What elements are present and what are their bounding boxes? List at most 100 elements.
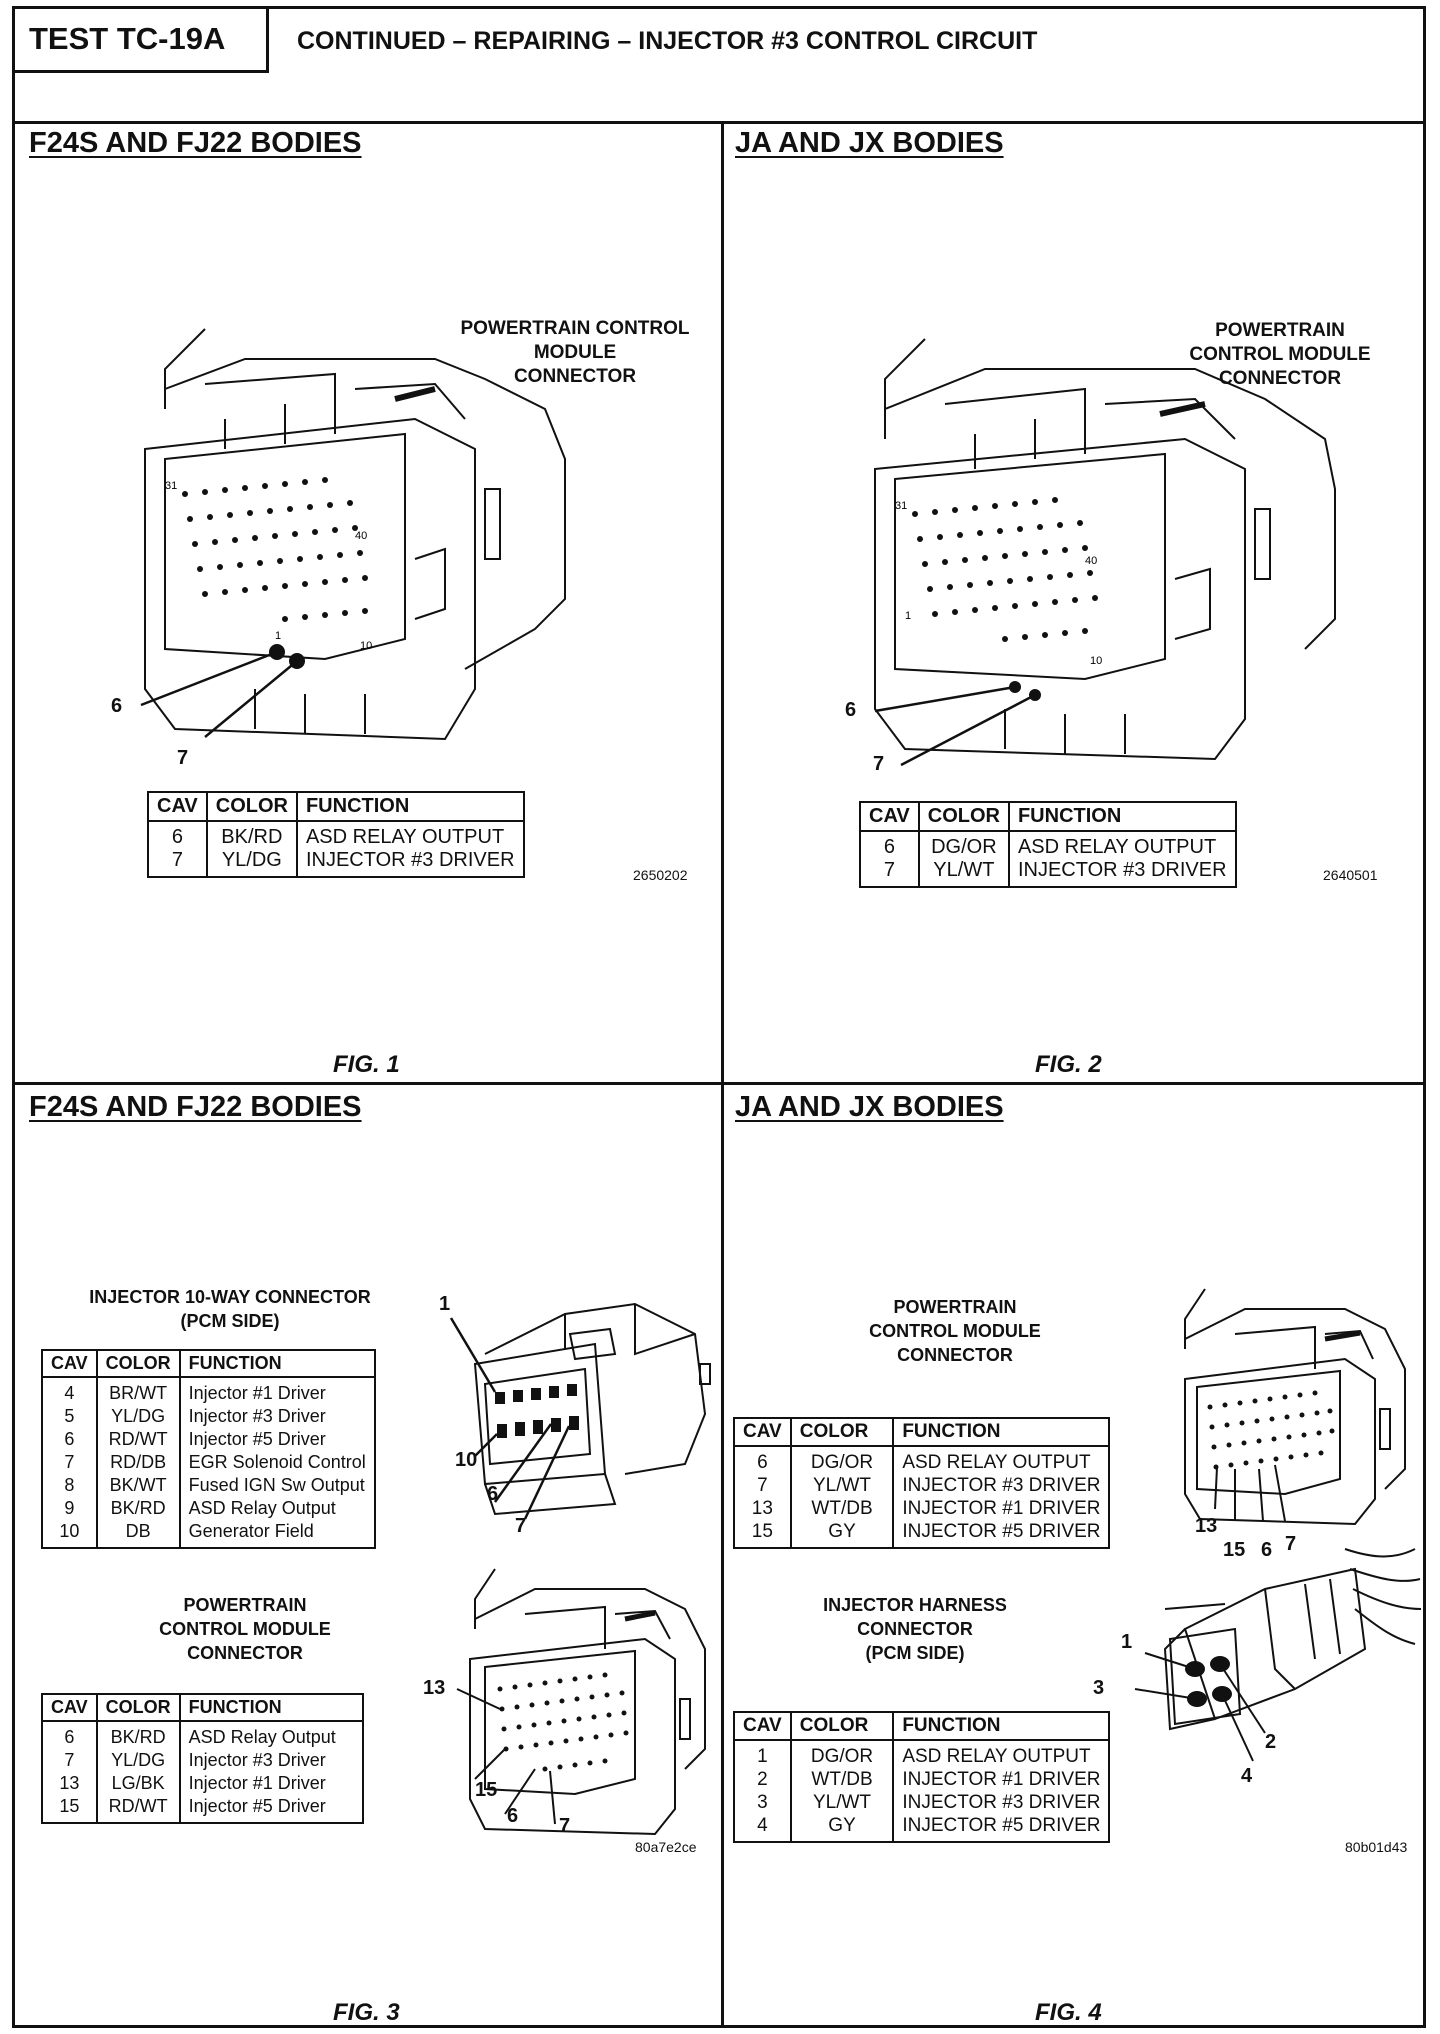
fig1-leader-6 bbox=[140, 650, 278, 707]
fig3-pcm-leader-6 bbox=[504, 1768, 536, 1815]
fig3-pcm-leader-15 bbox=[474, 1748, 506, 1780]
fig3-caption: FIG. 3 bbox=[333, 1999, 400, 2026]
fig2-pin-label-10: 10 bbox=[1090, 655, 1102, 667]
fig1-callout-6: 6 bbox=[111, 695, 123, 717]
fig4-pcm-callout-15: 15 bbox=[1223, 1539, 1246, 1561]
fig2-pcm-connector-drawing: 31 40 1 10 bbox=[874, 338, 1336, 767]
fig1-pin-label-1: 1 bbox=[275, 630, 281, 642]
fig2-pin-label-40: 40 bbox=[1085, 555, 1097, 567]
fig3-injector-callout-7: 7 bbox=[515, 1515, 527, 1537]
fig3-pcm-callout-7: 7 bbox=[559, 1815, 571, 1837]
fig2-callout-6: 6 bbox=[845, 699, 857, 721]
fig4-harness-callout-1: 1 bbox=[1121, 1631, 1133, 1653]
fig4-part-number: 80b01d43 bbox=[1345, 1839, 1408, 1855]
fig3-leader-6 bbox=[493, 1423, 553, 1503]
fig3-injector-label: INJECTOR 10-WAY CONNECTOR (PCM SIDE) bbox=[89, 1287, 371, 1331]
fig4-pcm-leader-7 bbox=[1274, 1464, 1286, 1522]
fig3-injector-callout-10: 10 bbox=[455, 1449, 478, 1471]
fig4-pcm-callout-7: 7 bbox=[1285, 1533, 1297, 1555]
fig3-section-title: F24S AND FJ22 BODIES bbox=[29, 1091, 362, 1123]
fig3-injector-callout-6: 6 bbox=[487, 1483, 499, 1505]
fig3-pcm-leader-13 bbox=[456, 1688, 501, 1710]
fig3-leader-10 bbox=[474, 1433, 498, 1457]
fig4-harness-leader-1 bbox=[1144, 1652, 1196, 1670]
fig4-harness-callout-2: 2 bbox=[1265, 1731, 1277, 1753]
fig2-part-number: 2640501 bbox=[1323, 867, 1378, 883]
fig3-pcm-callout-13: 13 bbox=[423, 1677, 446, 1699]
fig1-section-title: F24S AND FJ22 BODIES bbox=[29, 127, 362, 159]
fig1-pin-label-31: 31 bbox=[165, 480, 177, 492]
fig4-harness-callout-3: 3 bbox=[1093, 1677, 1105, 1699]
fig4-harness-leader-3 bbox=[1134, 1688, 1198, 1700]
fig3-pcm-label: POWERTRAIN CONTROL MODULE CONNECTOR bbox=[159, 1595, 331, 1663]
quadrant-divider-vertical bbox=[721, 121, 724, 2025]
fig1-leader-7 bbox=[204, 660, 298, 738]
fig3-injector-callout-1: 1 bbox=[439, 1293, 451, 1315]
fig1-callout-7: 7 bbox=[177, 747, 189, 769]
quadrant-divider-horizontal bbox=[15, 1082, 1423, 1085]
fig2-pin-label-31: 31 bbox=[895, 500, 907, 512]
fig1-connector-label: POWERTRAIN CONTROL MODULE CONNECTOR bbox=[460, 318, 690, 387]
fig4-harness-leader-4 bbox=[1221, 1693, 1254, 1762]
page-header: TEST TC-19A CONTINUED – REPAIRING – INJE… bbox=[15, 9, 1423, 124]
fig2-pin-label-1: 1 bbox=[905, 610, 911, 622]
fig1-pin-label-10: 10 bbox=[360, 640, 372, 652]
fig2-section-title: JA AND JX BODIES bbox=[735, 127, 1004, 159]
fig3-part-number: 80a7e2ce bbox=[635, 1839, 697, 1855]
fig4-pcm-leader-6 bbox=[1258, 1468, 1264, 1522]
fig2-caption: FIG. 2 bbox=[1035, 1051, 1102, 1078]
service-manual-page: TEST TC-19A CONTINUED – REPAIRING – INJE… bbox=[12, 6, 1426, 2028]
fig1-part-number: 2650202 bbox=[633, 867, 688, 883]
fig1-pin-label-40: 40 bbox=[355, 530, 367, 542]
fig1-caption: FIG. 1 bbox=[333, 1051, 400, 1078]
fig2-leader-7 bbox=[900, 693, 1036, 767]
fig2-leader-6 bbox=[874, 685, 1016, 713]
fig4-caption: FIG. 4 bbox=[1035, 1999, 1102, 2026]
fig4-section-title: JA AND JX BODIES bbox=[735, 1091, 1004, 1123]
fig1-pcm-connector-drawing: 31 40 1 10 bbox=[140, 328, 566, 741]
fig1-pin-grid: 31 40 1 10 bbox=[165, 477, 372, 652]
test-id: TEST TC-19A bbox=[15, 9, 269, 73]
fig4-pcm-label: POWERTRAIN CONTROL MODULE CONNECTOR bbox=[869, 1297, 1041, 1365]
fig3-leader-1 bbox=[449, 1317, 497, 1393]
test-title: CONTINUED – REPAIRING – INJECTOR #3 CONT… bbox=[297, 27, 1038, 55]
fig4-harness-callout-4: 4 bbox=[1241, 1765, 1253, 1787]
fig3-pcm-callout-6: 6 bbox=[507, 1805, 519, 1827]
fig4-pcm-leader-13 bbox=[1214, 1466, 1218, 1510]
fig4-pcm-callout-6: 6 bbox=[1261, 1539, 1273, 1561]
fig4-harness-label: INJECTOR HARNESS CONNECTOR (PCM SIDE) bbox=[823, 1595, 1007, 1663]
fig3-pcm-connector-drawing bbox=[456, 1568, 706, 1836]
fig4-pcm-callout-13: 13 bbox=[1195, 1515, 1218, 1537]
fig2-pin-grid: 31 40 1 10 bbox=[895, 497, 1102, 667]
fig4-harness-connector-drawing bbox=[1134, 1548, 1422, 1762]
fig3-pcm-leader-7 bbox=[549, 1770, 556, 1825]
fig4-pcm-connector-drawing bbox=[1184, 1288, 1406, 1526]
fig3-injector-connector-drawing bbox=[449, 1302, 711, 1520]
